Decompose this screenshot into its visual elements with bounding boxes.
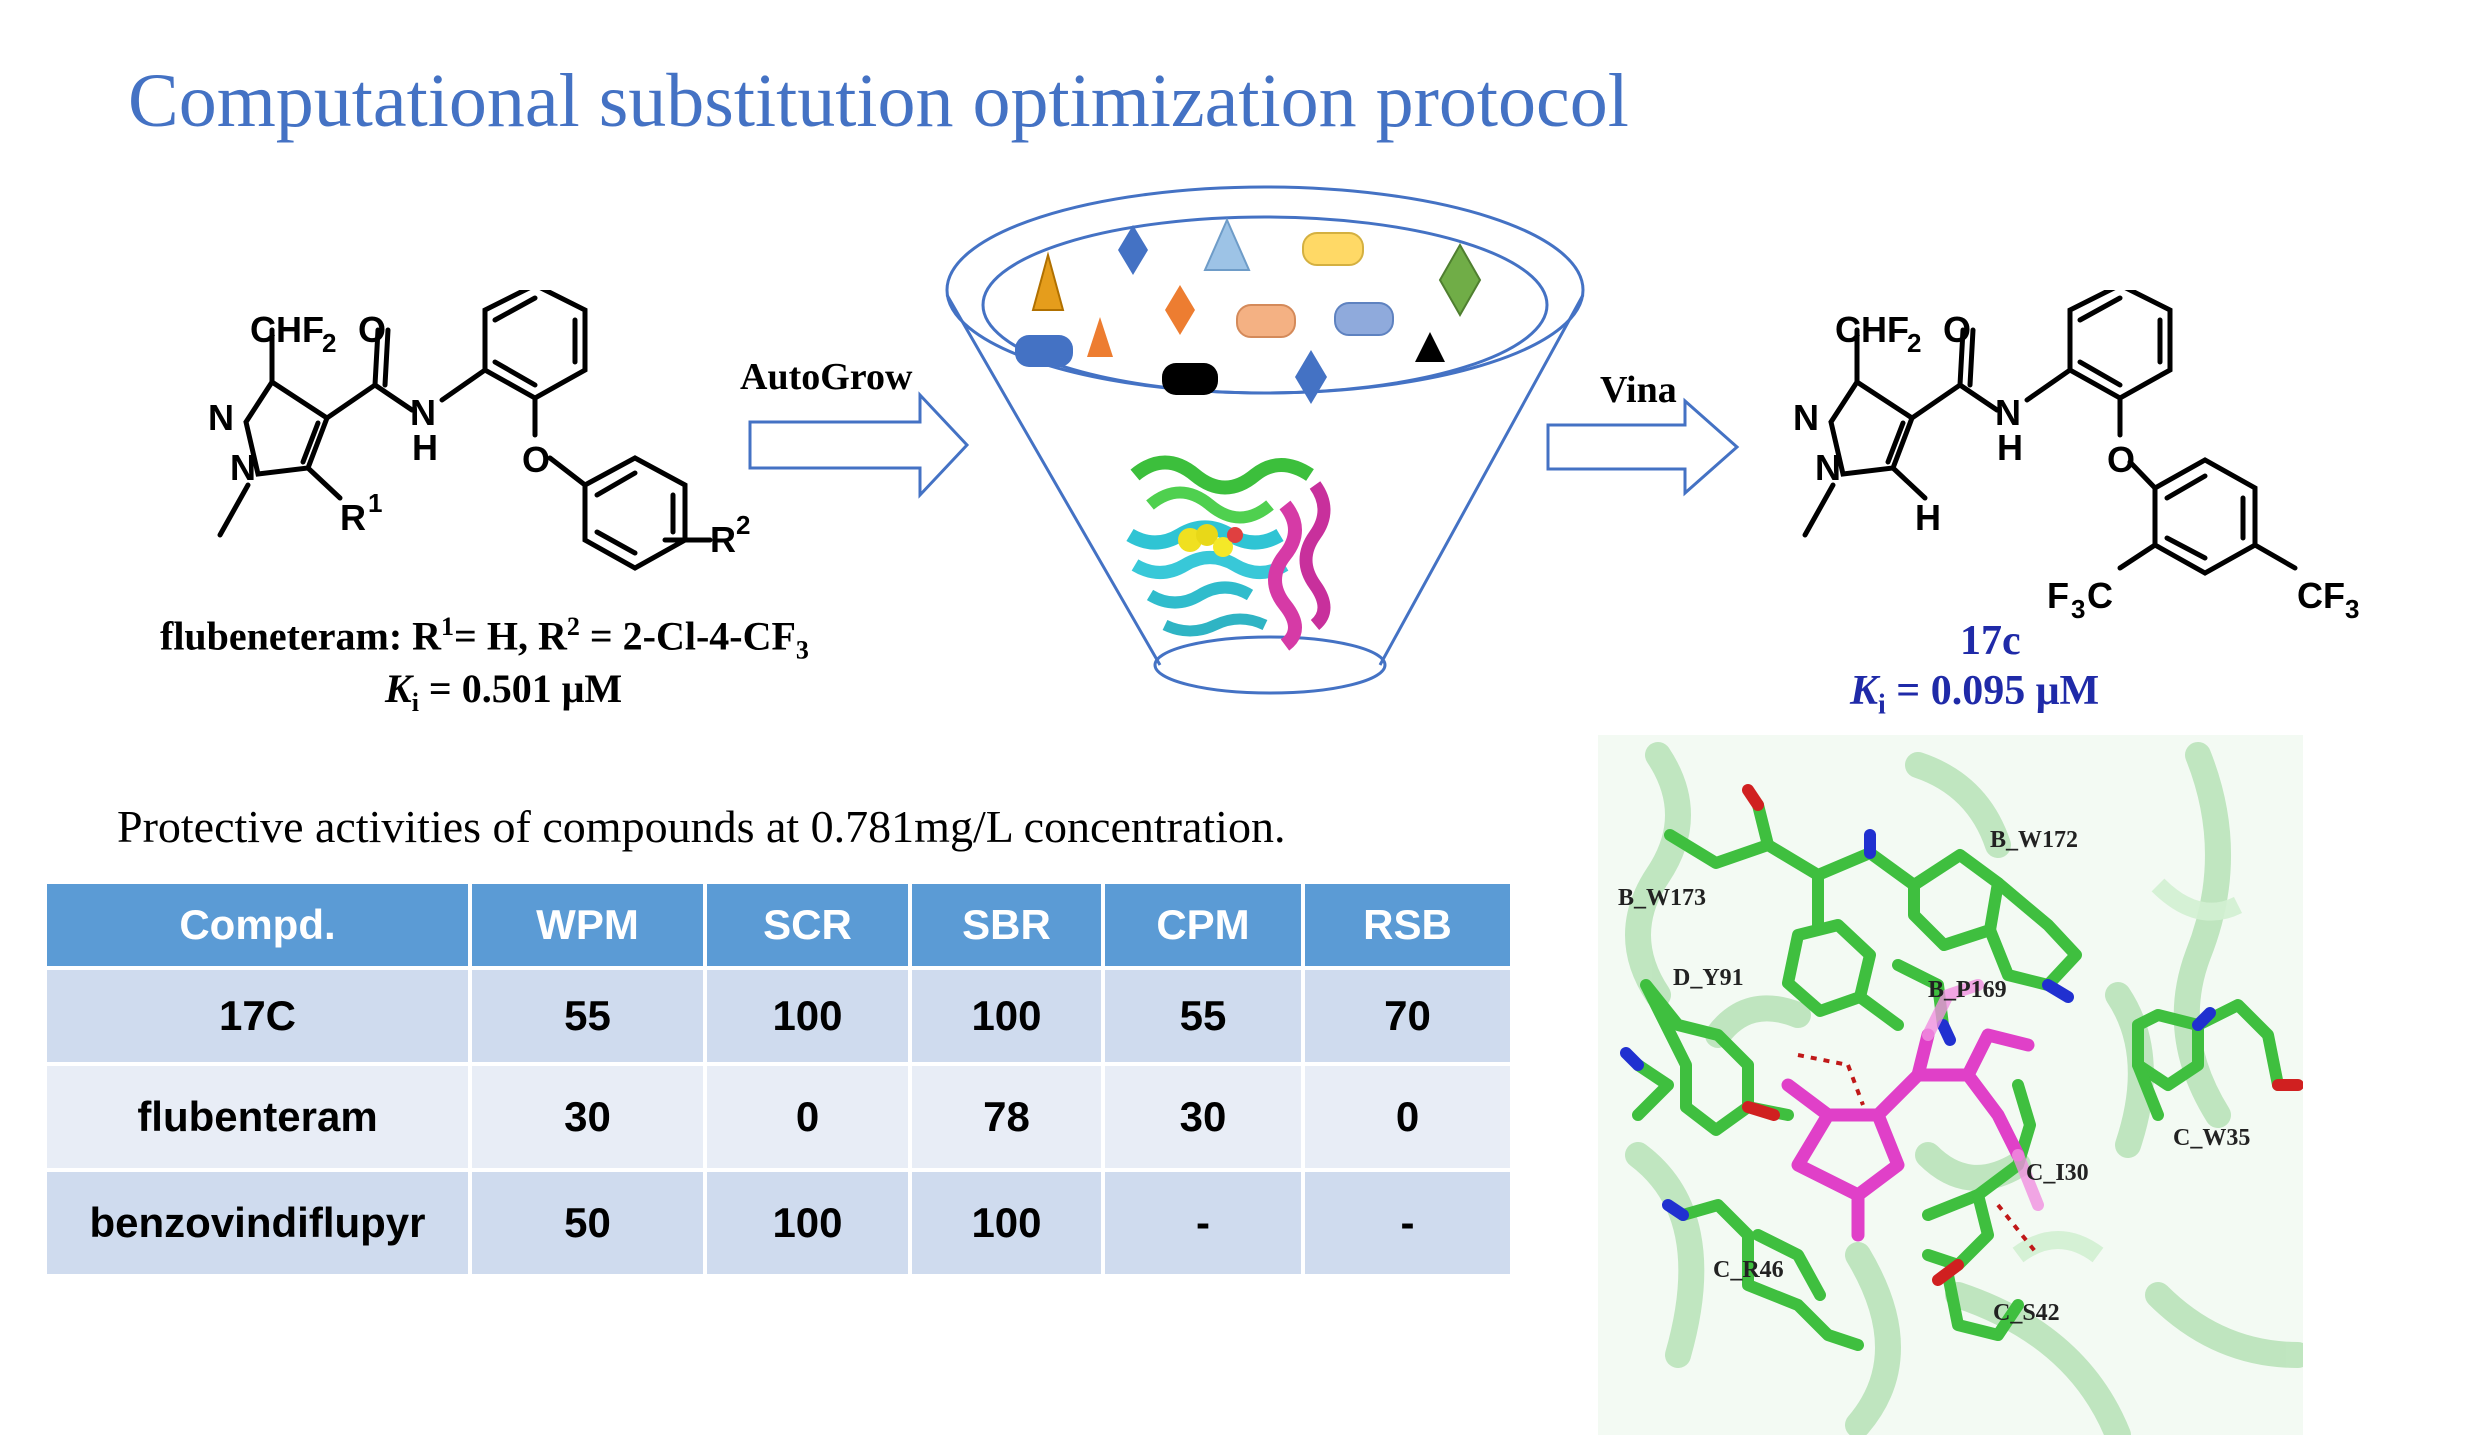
svg-text:C: C [2087,575,2113,616]
svg-text:1: 1 [368,488,382,518]
table-row: flubenteram 30 0 78 30 0 [43,1062,1514,1172]
library-shape [1203,217,1251,271]
svg-text:O: O [358,309,386,350]
svg-text:N: N [1995,392,2021,433]
table-header-row: Compd. WPM SCR SBR CPM RSB [43,880,1514,970]
flubeneteram-structure: CHF 2 O N N N H R 1 O R 2 [208,290,750,571]
residue-label: C_I30 [2026,1160,2089,1186]
table-header-cell: RSB [1301,880,1514,970]
table-cell: 100 [908,1168,1105,1278]
autogrow-label: AutoGrow [740,356,913,398]
table-cell: 100 [908,966,1105,1066]
library-shape [1118,225,1148,275]
svg-text:H: H [412,427,438,468]
svg-text:H: H [1997,427,2023,468]
svg-text:O: O [2107,439,2135,480]
svg-text:F: F [2047,575,2069,616]
table-header-cell: SBR [908,880,1105,970]
svg-text:CHF: CHF [1835,309,1909,350]
library-shape [1236,304,1296,338]
table-cell: 100 [703,1168,912,1278]
compound-17c-name: 17c [1960,618,2021,664]
compound-library-funnel [945,185,1585,695]
svg-text:3: 3 [2071,594,2085,624]
library-shape [1015,335,1073,367]
activity-table: Compd. WPM SCR SBR CPM RSB 17C 55 100 10… [43,880,1514,1278]
table-cell: 78 [908,1062,1105,1172]
svg-text:N: N [1793,397,1819,438]
library-shape [1165,285,1195,335]
svg-text:O: O [522,439,550,480]
compound-17c-structure: CHF 2 O N N N H H O F 3 C CF 3 [1793,290,2359,624]
residue-label: B_P169 [1928,977,2007,1003]
svg-text:CF: CF [2297,575,2345,616]
table-cell: 55 [1101,966,1305,1066]
table-cell: 0 [703,1062,912,1172]
svg-text:2: 2 [1907,328,1921,358]
svg-text:H: H [1915,497,1941,538]
table-cell: 50 [468,1168,707,1278]
table-header-cell: CPM [1101,880,1305,970]
binding-site-image: B_W172 B_W173 D_Y91 B_P169 C_W35 C_I30 C… [1598,735,2303,1435]
residue-label: D_Y91 [1673,965,1744,991]
compound-17c-ki: Ki = 0.095 μM [1850,668,2100,721]
svg-text:2: 2 [736,510,750,540]
library-shape [1295,350,1327,404]
svg-text:N: N [410,392,436,433]
library-shape [1302,232,1364,266]
flubeneteram-caption: flubeneteram: R1= H, R2 = 2-Cl-4-CF3 [160,612,809,665]
autogrow-arrow [748,391,970,499]
library-shape [1031,251,1065,311]
table-cell: 0 [1301,1062,1514,1172]
residue-label: B_W172 [1990,827,2078,853]
svg-text:2: 2 [322,328,336,358]
table-cell: - [1301,1168,1514,1278]
residue-label: C_R46 [1713,1257,1784,1283]
page-title: Computational substitution optimization … [128,59,1629,143]
library-shape [1334,302,1394,336]
svg-text:N: N [1815,447,1841,488]
table-cell: 30 [1101,1062,1305,1172]
svg-text:3: 3 [2345,594,2359,624]
table-cell: 70 [1301,966,1514,1066]
table-row: 17C 55 100 100 55 70 [43,966,1514,1066]
residue-label: C_S42 [1993,1300,2060,1326]
svg-text:N: N [208,397,234,438]
library-shape [1415,332,1445,362]
table-header-cell: WPM [468,880,707,970]
residue-label: C_W35 [2173,1125,2250,1151]
svg-text:R: R [710,519,736,560]
table-header-cell: SCR [703,880,912,970]
residue-label: B_W173 [1618,885,1706,911]
svg-text:O: O [1943,309,1971,350]
svg-text:N: N [230,447,256,488]
table-cell: benzovindiflupyr [43,1168,472,1278]
vina-label: Vina [1600,369,1677,411]
flubeneteram-ki: Ki = 0.501 μM [385,666,623,717]
table-cell: 17C [43,966,472,1066]
protein-cartoon-icon [1126,455,1331,651]
library-shape [1087,317,1113,357]
table-cell: - [1101,1168,1305,1278]
table-cell: 100 [703,966,912,1066]
table-cell: 55 [468,966,707,1066]
library-shape [1162,363,1218,395]
table-header-cell: Compd. [43,880,472,970]
table-cell: flubenteram [43,1062,472,1172]
table-cell: 30 [468,1062,707,1172]
svg-text:R: R [340,497,366,538]
table-row: benzovindiflupyr 50 100 100 - - [43,1168,1514,1278]
table-caption: Protective activities of compounds at 0.… [117,801,1286,852]
vina-arrow [1546,397,1740,497]
library-shape [1438,242,1482,318]
svg-text:CHF: CHF [250,309,324,350]
